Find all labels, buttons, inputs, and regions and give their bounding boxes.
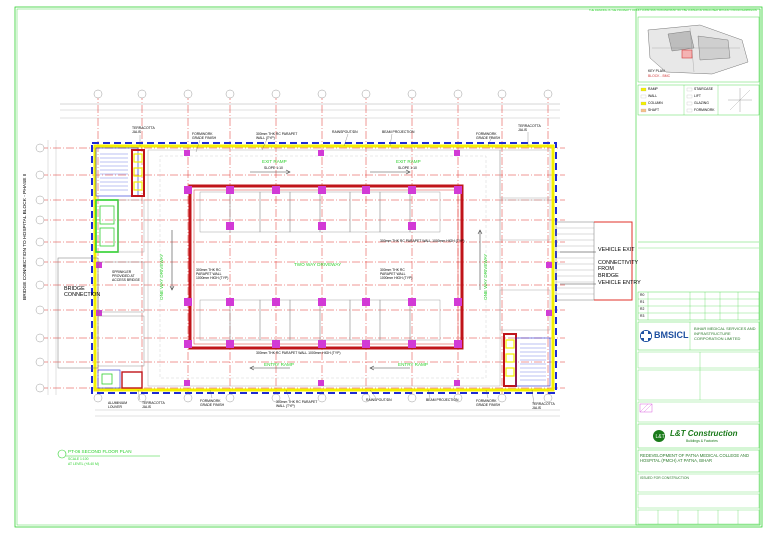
parapet-height-label: 300mm THK RC PARAPET WALL 1000mm HIGH (T…	[256, 351, 341, 355]
vehicle-exit-label: VEHICLE EXIT	[598, 247, 635, 253]
formwork-label: FORMWORK GRADE FINISH	[200, 399, 225, 408]
slab-outline	[93, 144, 555, 392]
one-way-driveway-label: ONE WAY DRIVEWAY	[159, 253, 164, 300]
key-plan-label: KEY PLAN	[648, 69, 665, 73]
parapet-height-label: 300mm THK RC PARAPET WALL 1000mm HIGH (T…	[380, 239, 465, 243]
grid-bubbles-top	[93, 89, 553, 99]
rainspout-label: RAINSPOUT/DN	[332, 130, 358, 134]
vehicle-entry-label: VEHICLE ENTRY	[598, 280, 641, 286]
revision-row: R0	[640, 293, 645, 297]
legend-item: RAMP	[648, 87, 658, 91]
entry-ramp-label: ENTRY RAMP	[398, 362, 428, 367]
exit-ramp-label: EXIT RAMP	[262, 159, 287, 164]
bridge-ramp-right	[555, 221, 633, 301]
stair-core-right	[499, 149, 551, 387]
parapet-height-label: 300mm THK RC PARAPET WALL 1000mm HIGH (T…	[196, 268, 229, 281]
svg-text:L&T: L&T	[656, 434, 665, 440]
beam-projection-label: BEAM PROJECTION	[382, 130, 415, 134]
stage-label: ISSUED FOR CONSTRUCTION	[640, 476, 689, 480]
formwork-label: FORMWORK GRADE FINISH	[476, 132, 501, 141]
legend-box	[637, 84, 760, 116]
legend-item: LIFT	[694, 94, 701, 98]
parapet-label: 300mm THK RC PARAPET WALL (TYP)	[256, 132, 298, 141]
beam-projection-label: BEAM PROJECTION	[426, 398, 459, 402]
project-title: REDEVELOPMENT OF PATNA MEDICAL COLLEGE A…	[640, 453, 749, 464]
slope-label: SLOPE 1:10	[398, 166, 417, 170]
two-way-driveway-label: TWO WAY DRIVEWAY	[294, 262, 342, 267]
bridge-vertical-label: BRIDGE CONNECTION TO HOSPITAL BLOCK - PH…	[23, 173, 28, 300]
grid-lines-vertical	[97, 92, 549, 400]
plan-title: PT-06 SECOND FLOOR PLAN	[68, 449, 132, 454]
exit-ramp-label: EXIT RAMP	[396, 159, 421, 164]
terracotta-label: TERRACOTTA JALIS	[532, 402, 555, 411]
leader-lines	[137, 132, 535, 405]
title-block: L&T	[635, 8, 761, 526]
ramp-arrows	[169, 169, 483, 371]
floor-plan	[35, 89, 633, 459]
formwork-label: FORMWORK GRADE FINISH	[476, 399, 501, 408]
connectivity-label: CONNECTIVITY FROM BRIDGE	[598, 260, 639, 279]
legend-item: STAIRCASE	[694, 87, 713, 91]
plan-scale: SCALE 1:100	[68, 457, 89, 461]
sprinkler-note: SPRINKLER PROVIDED AT ACCESS BRIDGE	[112, 270, 140, 283]
revision-row: R3	[640, 314, 645, 318]
formwork-label: FORMWORK GRADE FINISH	[192, 132, 217, 141]
legend-item: SHAFT	[648, 108, 660, 112]
stair-core-left	[57, 147, 145, 389]
key-plan-sketch	[647, 24, 749, 75]
lt-logo-icon: L&T	[653, 430, 665, 442]
client-box	[637, 321, 760, 351]
north-arrow-icon	[728, 88, 752, 112]
header-note: THE DRAWING IS THE PROPERTY OF L&T CONST…	[589, 9, 757, 12]
formwork-hatch-icon	[639, 403, 653, 413]
plan-level: AT LEVEL (+8.40 M)	[68, 462, 99, 466]
grid-lines-horizontal	[40, 147, 565, 389]
grid-bubbles-bottom	[93, 393, 553, 403]
one-way-driveway-label: ONE WAY DRIVEWAY	[483, 253, 488, 300]
terracotta-label: TERRACOTTA JALIS	[518, 124, 541, 133]
entry-ramp-label: ENTRY RAMP	[264, 362, 294, 367]
legend-item: GLAZING	[694, 101, 709, 105]
terracotta-label: TERRACOTTA JALIS	[142, 401, 165, 410]
rainspout-label: RAINSPOUT/DN	[366, 398, 392, 402]
sheet-border	[14, 6, 763, 528]
key-plan-box	[637, 16, 760, 83]
legend-item: WALL	[648, 94, 658, 98]
key-plan-sub: BLOCK - BMC	[648, 74, 671, 78]
bridge-label: BRIDGE CONNECTION	[64, 286, 101, 299]
grid-bubbles-left	[35, 143, 45, 393]
columns	[96, 150, 552, 386]
bmsicl-logo-icon	[640, 330, 652, 342]
terracotta-label: TERRACOTTA JALIS	[132, 126, 155, 135]
contractor-sub: Buildings & Factories	[686, 439, 718, 443]
client-logo-text: BMSICL	[654, 330, 689, 340]
revision-row: R2	[640, 307, 645, 311]
legend-item: COLUMN	[648, 101, 663, 105]
revision-row: R1	[640, 300, 645, 304]
project-box	[637, 449, 760, 473]
aluminium-louver-label: ALUMINIUM LOUVER	[108, 401, 128, 410]
contractor-name: L&T Construction	[670, 429, 738, 438]
legend-item: FORMWORK	[694, 108, 715, 112]
client-name: BIHAR MEDICAL SERVICES AND INFRASTRUCTUR…	[694, 326, 756, 341]
plan-title-marker-icon	[57, 449, 160, 459]
parapet-height-label: 300mm THK RC PARAPET WALL 1000mm HIGH (T…	[380, 268, 413, 281]
slope-label: SLOPE 1:10	[264, 166, 283, 170]
parapet-label: 300mm THK RC PARAPET WALL (TYP)	[276, 400, 318, 409]
contractor-box	[637, 423, 760, 449]
